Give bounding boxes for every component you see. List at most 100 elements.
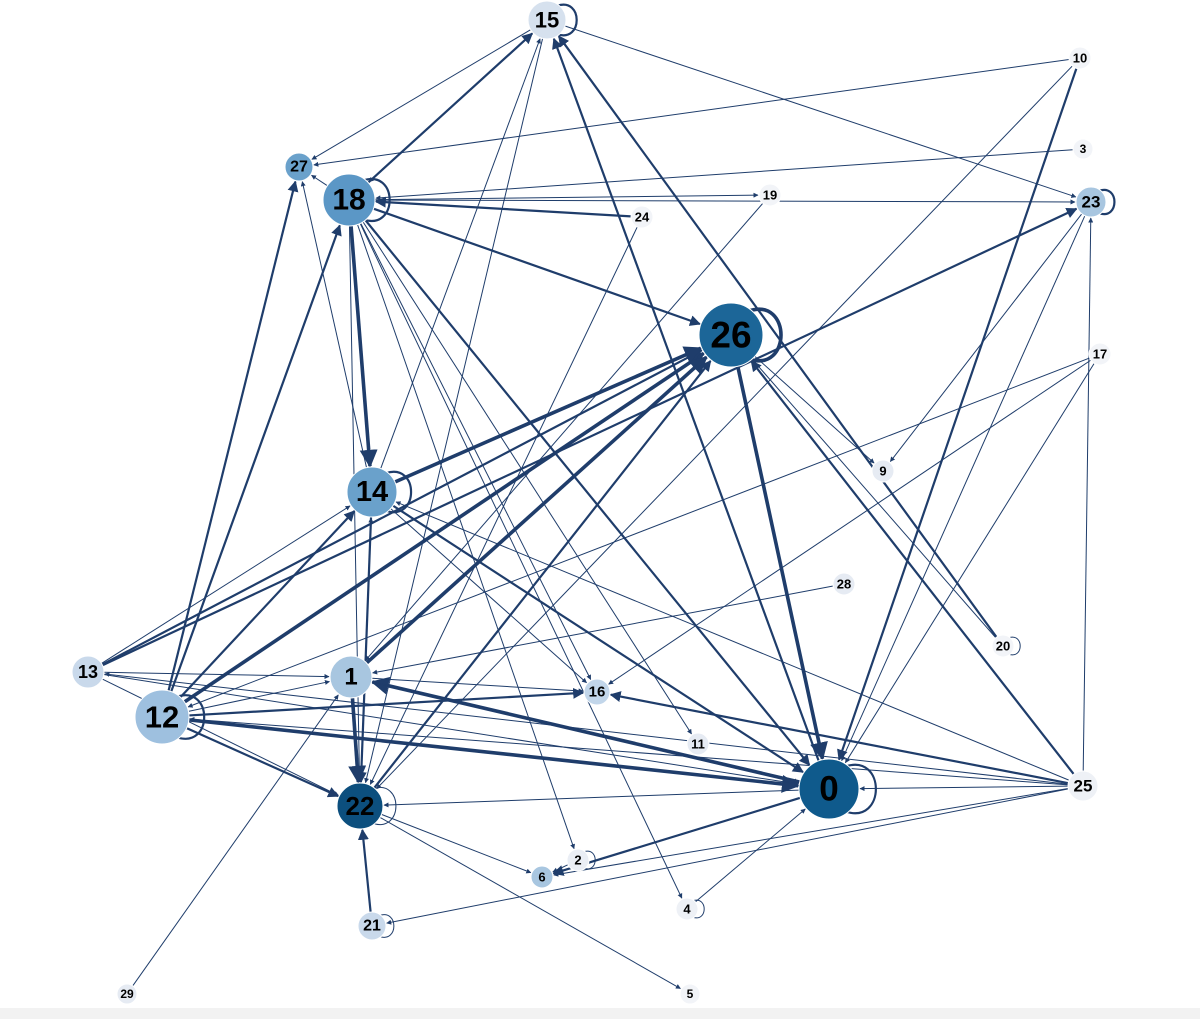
node-2: 2 xyxy=(566,848,590,872)
edge-20-to-26 xyxy=(752,359,997,639)
node-27: 27 xyxy=(284,152,314,182)
edge-1-to-16 xyxy=(371,677,584,694)
edge-12-to-0 xyxy=(188,718,800,793)
node-circle-24 xyxy=(630,205,654,229)
edge-15-to-22 xyxy=(364,38,544,784)
node-circle-5 xyxy=(679,983,701,1005)
edge-0-to-22 xyxy=(383,789,800,808)
edge-15-to-23 xyxy=(564,25,1077,198)
node-label-22: 22 xyxy=(346,791,375,821)
node-26: 26 xyxy=(698,302,764,368)
node-circle-22 xyxy=(336,782,384,830)
edge-17-to-12 xyxy=(187,357,1090,708)
edge-24-to-18 xyxy=(374,196,632,218)
self-loop-18 xyxy=(362,177,391,223)
node-3: 3 xyxy=(1072,138,1094,160)
edge-23-to-0 xyxy=(841,215,1086,762)
node-circle-14 xyxy=(346,466,398,518)
node-circle-3 xyxy=(1072,138,1094,160)
self-loop-20 xyxy=(1008,636,1021,656)
node-label-4: 4 xyxy=(683,902,691,917)
node-23: 23 xyxy=(1075,186,1107,218)
edge-23-to-9 xyxy=(889,213,1083,462)
node-label-20: 20 xyxy=(996,639,1010,654)
edge-17-to-16 xyxy=(608,359,1092,685)
node-label-12: 12 xyxy=(145,700,179,735)
node-1: 1 xyxy=(329,655,373,699)
edge-18-to-14 xyxy=(349,225,378,468)
node-label-29: 29 xyxy=(120,987,134,1001)
node-15: 15 xyxy=(527,0,567,40)
bottom-strip xyxy=(0,1008,1200,1019)
edge-14-to-27 xyxy=(300,181,368,468)
edge-18-to-23 xyxy=(374,199,1076,205)
edge-15-to-18 xyxy=(368,32,534,183)
edge-12-to-1 xyxy=(188,680,330,712)
node-18: 18 xyxy=(322,173,376,227)
node-14: 14 xyxy=(346,466,398,518)
node-24: 24 xyxy=(630,205,654,229)
edge-12-to-22 xyxy=(186,727,340,798)
node-circle-18 xyxy=(322,173,376,227)
self-loop-22 xyxy=(372,786,397,826)
node-label-25: 25 xyxy=(1074,777,1093,796)
edge-18-to-16 xyxy=(360,222,592,680)
edge-18-to-11 xyxy=(362,221,692,735)
edge-28-to-1 xyxy=(372,585,834,675)
edge-14-to-16 xyxy=(390,508,587,684)
node-label-3: 3 xyxy=(1080,142,1087,156)
edge-22-to-6 xyxy=(381,813,532,874)
node-circle-6 xyxy=(530,865,554,889)
node-label-27: 27 xyxy=(290,159,308,176)
node-circle-12 xyxy=(134,689,190,745)
self-loop-2 xyxy=(583,850,596,870)
node-16: 16 xyxy=(583,678,611,706)
node-label-11: 11 xyxy=(691,737,705,752)
node-17: 17 xyxy=(1088,342,1112,366)
node-label-21: 21 xyxy=(363,918,381,935)
node-label-6: 6 xyxy=(538,870,545,885)
edge-13-to-14 xyxy=(101,505,351,664)
node-circle-2 xyxy=(566,848,590,872)
edge-10-to-0 xyxy=(837,68,1078,761)
self-loop-21 xyxy=(379,914,395,938)
node-label-2: 2 xyxy=(574,853,581,868)
edge-25-to-23 xyxy=(1082,217,1094,772)
node-4: 4 xyxy=(675,897,699,921)
self-loop-14 xyxy=(385,470,413,514)
edge-25-to-16 xyxy=(609,691,1069,785)
node-25: 25 xyxy=(1067,770,1099,802)
self-loop-12 xyxy=(176,694,206,740)
edge-10-to-22 xyxy=(376,65,1073,790)
node-circle-20 xyxy=(991,634,1015,658)
edge-13-to-0 xyxy=(103,674,799,786)
edge-18-to-26 xyxy=(373,207,701,326)
node-label-26: 26 xyxy=(710,315,751,356)
edge-1-to-26 xyxy=(365,355,708,665)
self-loop-15 xyxy=(557,3,578,37)
node-circle-19 xyxy=(758,183,782,207)
node-circle-26 xyxy=(698,302,764,368)
edge-19-to-1 xyxy=(365,202,764,661)
edge-25-to-13 xyxy=(104,671,1069,785)
edge-13-to-26 xyxy=(101,349,703,666)
node-6: 6 xyxy=(530,865,554,889)
edge-25-to-0 xyxy=(859,785,1069,792)
edge-0-to-6 xyxy=(552,796,801,876)
edge-4-to-0 xyxy=(695,808,806,903)
node-circle-4 xyxy=(675,897,699,921)
edge-18-to-2 xyxy=(357,224,575,850)
edge-25-to-6 xyxy=(553,787,1069,877)
edge-14-to-0 xyxy=(392,504,804,774)
node-circle-15 xyxy=(527,0,567,40)
edge-14-to-26 xyxy=(394,346,703,484)
self-loop-26 xyxy=(748,307,783,363)
node-label-23: 23 xyxy=(1082,193,1101,212)
edge-0-to-15 xyxy=(552,37,820,762)
node-19: 19 xyxy=(758,183,782,207)
edge-12-to-26 xyxy=(183,351,706,704)
node-label-10: 10 xyxy=(1073,51,1087,66)
node-label-0: 0 xyxy=(819,770,838,809)
node-label-5: 5 xyxy=(687,987,694,1001)
